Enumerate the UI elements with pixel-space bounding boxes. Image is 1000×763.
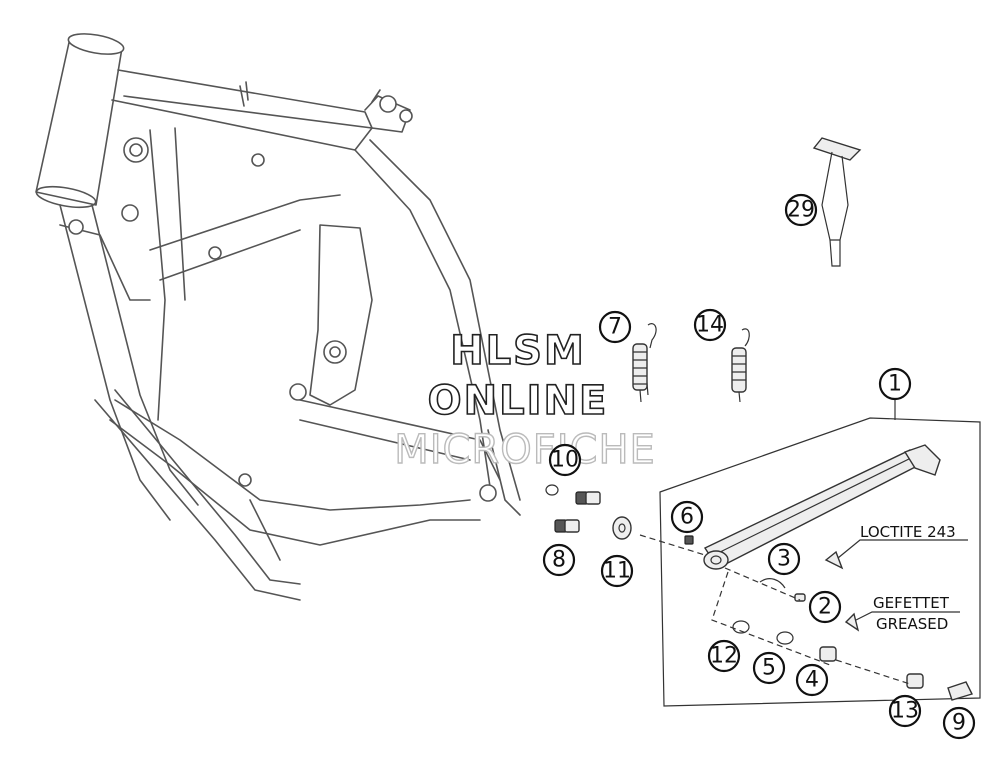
svg-text:14: 14 [696,313,724,338]
watermark-line-3: MICROFICHE [394,427,656,473]
note-greased: GREASED [876,615,948,633]
svg-text:8: 8 [552,548,566,573]
callout-3: 3 [767,542,801,576]
svg-text:10: 10 [551,448,579,473]
callout-8: 8 [542,543,576,577]
callout-9: 9 [942,706,976,740]
svg-text:7: 7 [608,315,622,340]
svg-text:1: 1 [888,372,902,397]
watermark-line-1: HLSM [450,328,586,374]
callout-10: 10 [548,443,582,477]
svg-text:5: 5 [762,656,776,681]
svg-text:12: 12 [710,644,738,669]
side-stand-assembly [639,398,981,707]
callout-6: 6 [670,500,704,534]
callouts: 1 2 3 4 5 6 7 8 [542,193,976,740]
callout-4: 4 [795,663,829,697]
note-loctite: LOCTITE 243 [860,523,956,541]
note-gefettet: GEFETTET [873,594,950,612]
spring-7 [632,323,657,403]
callout-14: 14 [693,308,727,342]
svg-text:6: 6 [680,505,694,530]
callout-13: 13 [888,694,922,728]
svg-text:9: 9 [952,711,966,736]
svg-text:2: 2 [818,595,832,620]
callout-12: 12 [707,639,741,673]
motorcycle-frame [35,33,521,601]
watermark: HLSM ONLINE MICROFICHE [393,327,656,474]
callout-5: 5 [752,651,786,685]
callout-2: 2 [808,590,842,624]
svg-text:11: 11 [603,559,631,584]
svg-text:3: 3 [777,547,791,572]
svg-text:13: 13 [891,699,919,724]
tool-29 [812,137,862,267]
callout-7: 7 [598,310,632,344]
svg-text:29: 29 [787,198,815,223]
small-parts-left [545,484,632,540]
callout-29: 29 [784,193,818,227]
callout-1: 1 [878,367,912,401]
callout-11: 11 [600,554,634,588]
svg-text:4: 4 [805,668,819,693]
watermark-line-2: ONLINE [428,378,609,424]
spring-14 [731,328,750,403]
